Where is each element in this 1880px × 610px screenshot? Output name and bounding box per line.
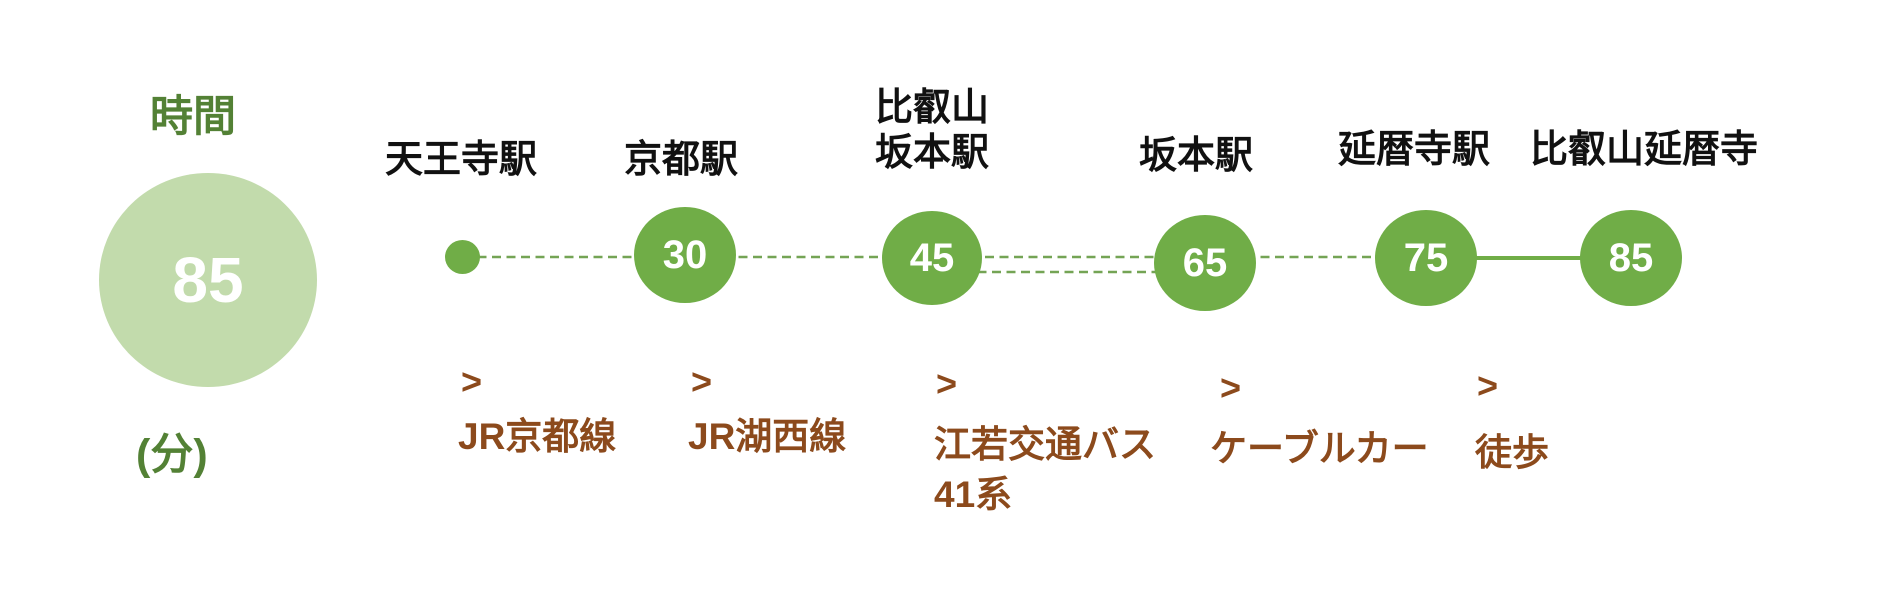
summary-unit: (分) (136, 431, 208, 479)
chevron-icon: > (936, 363, 958, 404)
chevron-icon: > (691, 361, 713, 402)
mode-label-walk: 徒歩 (1475, 432, 1549, 473)
timeline-node-85: 85 (1580, 210, 1682, 306)
station-label-tennoji: 天王寺駅 (384, 139, 538, 181)
mode-label-jr-kosei-line: JR湖西線 (688, 416, 847, 457)
summary-title: 時間 (150, 93, 236, 141)
mode-label-cable-car: ケーブルカー (1210, 428, 1429, 469)
mode-label-kojaku-bus: 江若交通バス 41系 (934, 424, 1156, 515)
station-label-sakamoto: 坂本駅 (1138, 135, 1254, 177)
chevron-icon: > (461, 361, 483, 402)
station-label-hieizan-sakamoto: 比叡山 坂本駅 (874, 87, 990, 174)
station-label-hieizan-enryakuji: 比叡山延暦寺 (1529, 129, 1759, 171)
total-time-value: 85 (172, 244, 244, 316)
chevron-icon: > (1477, 365, 1499, 406)
station-label-kyoto: 京都駅 (623, 139, 739, 181)
timeline-node-45: 45 (882, 211, 982, 305)
timeline-node-75: 75 (1375, 210, 1477, 306)
mode-label-jr-kyoto-line: JR京都線 (458, 416, 617, 457)
timeline-node-start (445, 240, 480, 274)
timeline-node-30: 30 (634, 207, 736, 303)
chevron-icon: > (1220, 367, 1242, 408)
total-time-circle: 85 (99, 173, 317, 387)
timeline-node-65: 65 (1154, 215, 1256, 311)
station-label-enryakuji: 延暦寺駅 (1337, 129, 1491, 171)
